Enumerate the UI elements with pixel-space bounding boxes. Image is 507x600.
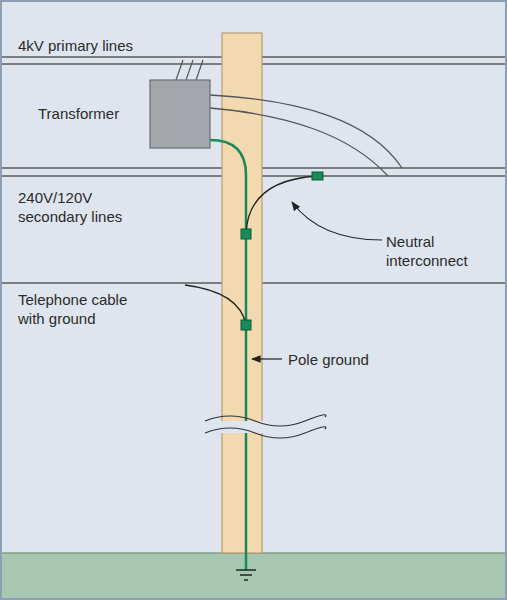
leader-arrow — [292, 202, 382, 240]
neutral-wire — [246, 176, 318, 234]
primary-taps — [176, 60, 203, 80]
break-marks — [205, 415, 326, 438]
ground-symbol — [236, 570, 256, 580]
telephone-ground-wire — [185, 285, 246, 325]
leader-arrow — [252, 358, 282, 359]
pole-ground-wire — [210, 140, 246, 570]
label-text: Transformer — [38, 104, 143, 123]
secondary-leads — [210, 95, 402, 176]
transformer-box — [150, 80, 210, 148]
break-gap — [205, 421, 275, 433]
label-text: Telephone cable with ground — [18, 290, 140, 328]
ground-band — [2, 553, 505, 598]
clamp — [312, 172, 323, 180]
utility-pole — [222, 33, 262, 553]
label-text: Pole ground — [288, 350, 438, 369]
label-text: 240V/120V secondary lines — [18, 188, 146, 226]
label-text: 4kV primary lines — [18, 36, 218, 55]
clamp — [241, 229, 251, 239]
label-text: Neutral interconnect — [386, 232, 498, 270]
clamp — [241, 320, 251, 330]
